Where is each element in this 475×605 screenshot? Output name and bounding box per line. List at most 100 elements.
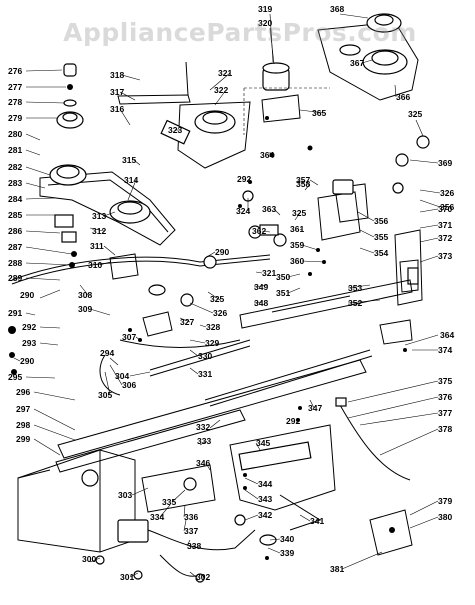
part-label-357: 357 xyxy=(296,175,310,185)
part-label-370: 370 xyxy=(438,204,452,214)
leader-line xyxy=(109,364,123,386)
part-label-347: 347 xyxy=(308,403,322,413)
part-label-304: 304 xyxy=(115,371,129,381)
leader-line xyxy=(25,376,56,379)
leader-line xyxy=(79,284,89,296)
leader-line xyxy=(301,244,319,251)
leader-line xyxy=(183,519,187,532)
leader-line xyxy=(419,199,441,208)
part-label-286: 286 xyxy=(8,226,22,236)
part-label-358: 358 xyxy=(296,179,310,189)
leader-line xyxy=(99,261,111,266)
part-label-330: 330 xyxy=(198,351,212,361)
part-label-359: 359 xyxy=(290,240,304,250)
part-label-341: 341 xyxy=(310,516,324,526)
part-label-278: 278 xyxy=(8,97,22,107)
leader-line xyxy=(135,336,141,341)
part-label-346: 346 xyxy=(196,458,210,468)
part-label-322: 322 xyxy=(214,85,228,95)
part-label-289: 289 xyxy=(8,273,22,283)
part-label-292: 292 xyxy=(237,174,251,184)
part-label-305: 305 xyxy=(98,390,112,400)
part-label-338: 338 xyxy=(187,541,201,551)
part-label-374: 374 xyxy=(438,345,452,355)
part-label-368: 368 xyxy=(330,4,344,14)
leader-line xyxy=(25,101,65,104)
part-label-287: 287 xyxy=(8,242,22,252)
part-label-282: 282 xyxy=(8,162,22,172)
leader-line xyxy=(25,230,61,234)
part-label-331: 331 xyxy=(198,369,212,379)
part-label-325: 325 xyxy=(292,208,306,218)
leader-line xyxy=(415,119,424,137)
part-label-333: 333 xyxy=(197,436,211,446)
leader-line xyxy=(89,227,105,232)
leader-line xyxy=(25,182,46,189)
leader-line xyxy=(255,271,263,274)
part-label-363: 363 xyxy=(262,204,276,214)
part-label-378: 378 xyxy=(438,424,452,434)
part-label-303: 303 xyxy=(118,490,132,500)
leader-line xyxy=(409,500,439,516)
part-label-356: 356 xyxy=(374,216,388,226)
leader-line xyxy=(409,159,439,164)
leader-line xyxy=(359,412,439,426)
part-label-295: 295 xyxy=(8,372,22,382)
part-label-281: 281 xyxy=(8,145,22,155)
leader-line xyxy=(404,334,439,346)
leader-line xyxy=(347,284,371,289)
part-label-354: 354 xyxy=(374,248,388,258)
part-label-355: 355 xyxy=(374,232,388,242)
part-label-375: 375 xyxy=(438,376,452,386)
leader-line xyxy=(269,538,281,541)
part-label-317: 317 xyxy=(110,87,124,97)
leader-line xyxy=(347,299,381,304)
part-label-312: 312 xyxy=(92,226,106,236)
leader-line xyxy=(179,317,191,323)
part-label-340: 340 xyxy=(280,534,294,544)
part-label-377: 377 xyxy=(438,408,452,418)
part-label-319: 319 xyxy=(258,4,272,14)
part-label-365: 365 xyxy=(312,108,326,118)
leader-line xyxy=(299,228,303,231)
part-label-366: 366 xyxy=(396,92,410,102)
leader-line xyxy=(133,159,141,166)
part-label-316: 316 xyxy=(110,104,124,114)
part-label-276: 276 xyxy=(8,66,22,76)
leader-line xyxy=(419,255,439,263)
part-label-290: 290 xyxy=(20,290,34,300)
leader-line xyxy=(294,212,301,221)
part-label-283: 283 xyxy=(8,178,22,188)
part-label-351: 351 xyxy=(276,288,290,298)
part-label-299: 299 xyxy=(16,434,30,444)
part-labels: 2762772782792802812822832842852862872882… xyxy=(8,4,454,582)
part-label-325: 325 xyxy=(408,109,422,119)
part-label-307: 307 xyxy=(122,332,136,342)
leader-line xyxy=(129,371,151,377)
part-drawings xyxy=(8,13,441,583)
leader-line xyxy=(189,367,199,375)
leader-line xyxy=(25,197,56,200)
part-label-324: 324 xyxy=(236,206,250,216)
leader-line xyxy=(301,260,325,263)
leader-line xyxy=(199,324,207,328)
leader-line xyxy=(339,13,369,19)
part-label-326: 326 xyxy=(213,308,227,318)
leader-line xyxy=(89,557,101,563)
part-label-329: 329 xyxy=(205,338,219,348)
leader-line xyxy=(33,408,76,431)
leader-line xyxy=(25,312,36,316)
leader-line xyxy=(248,178,253,184)
part-label-291: 291 xyxy=(8,308,22,318)
part-label-379: 379 xyxy=(438,496,452,506)
leader-line xyxy=(33,391,76,401)
part-label-306: 306 xyxy=(122,380,136,390)
leader-line xyxy=(255,442,261,451)
part-label-376: 376 xyxy=(438,392,452,402)
leader-line xyxy=(299,514,311,522)
part-label-321: 321 xyxy=(218,68,232,78)
part-label-353: 353 xyxy=(348,283,362,293)
leader-line xyxy=(419,237,439,243)
part-label-284: 284 xyxy=(8,194,22,204)
